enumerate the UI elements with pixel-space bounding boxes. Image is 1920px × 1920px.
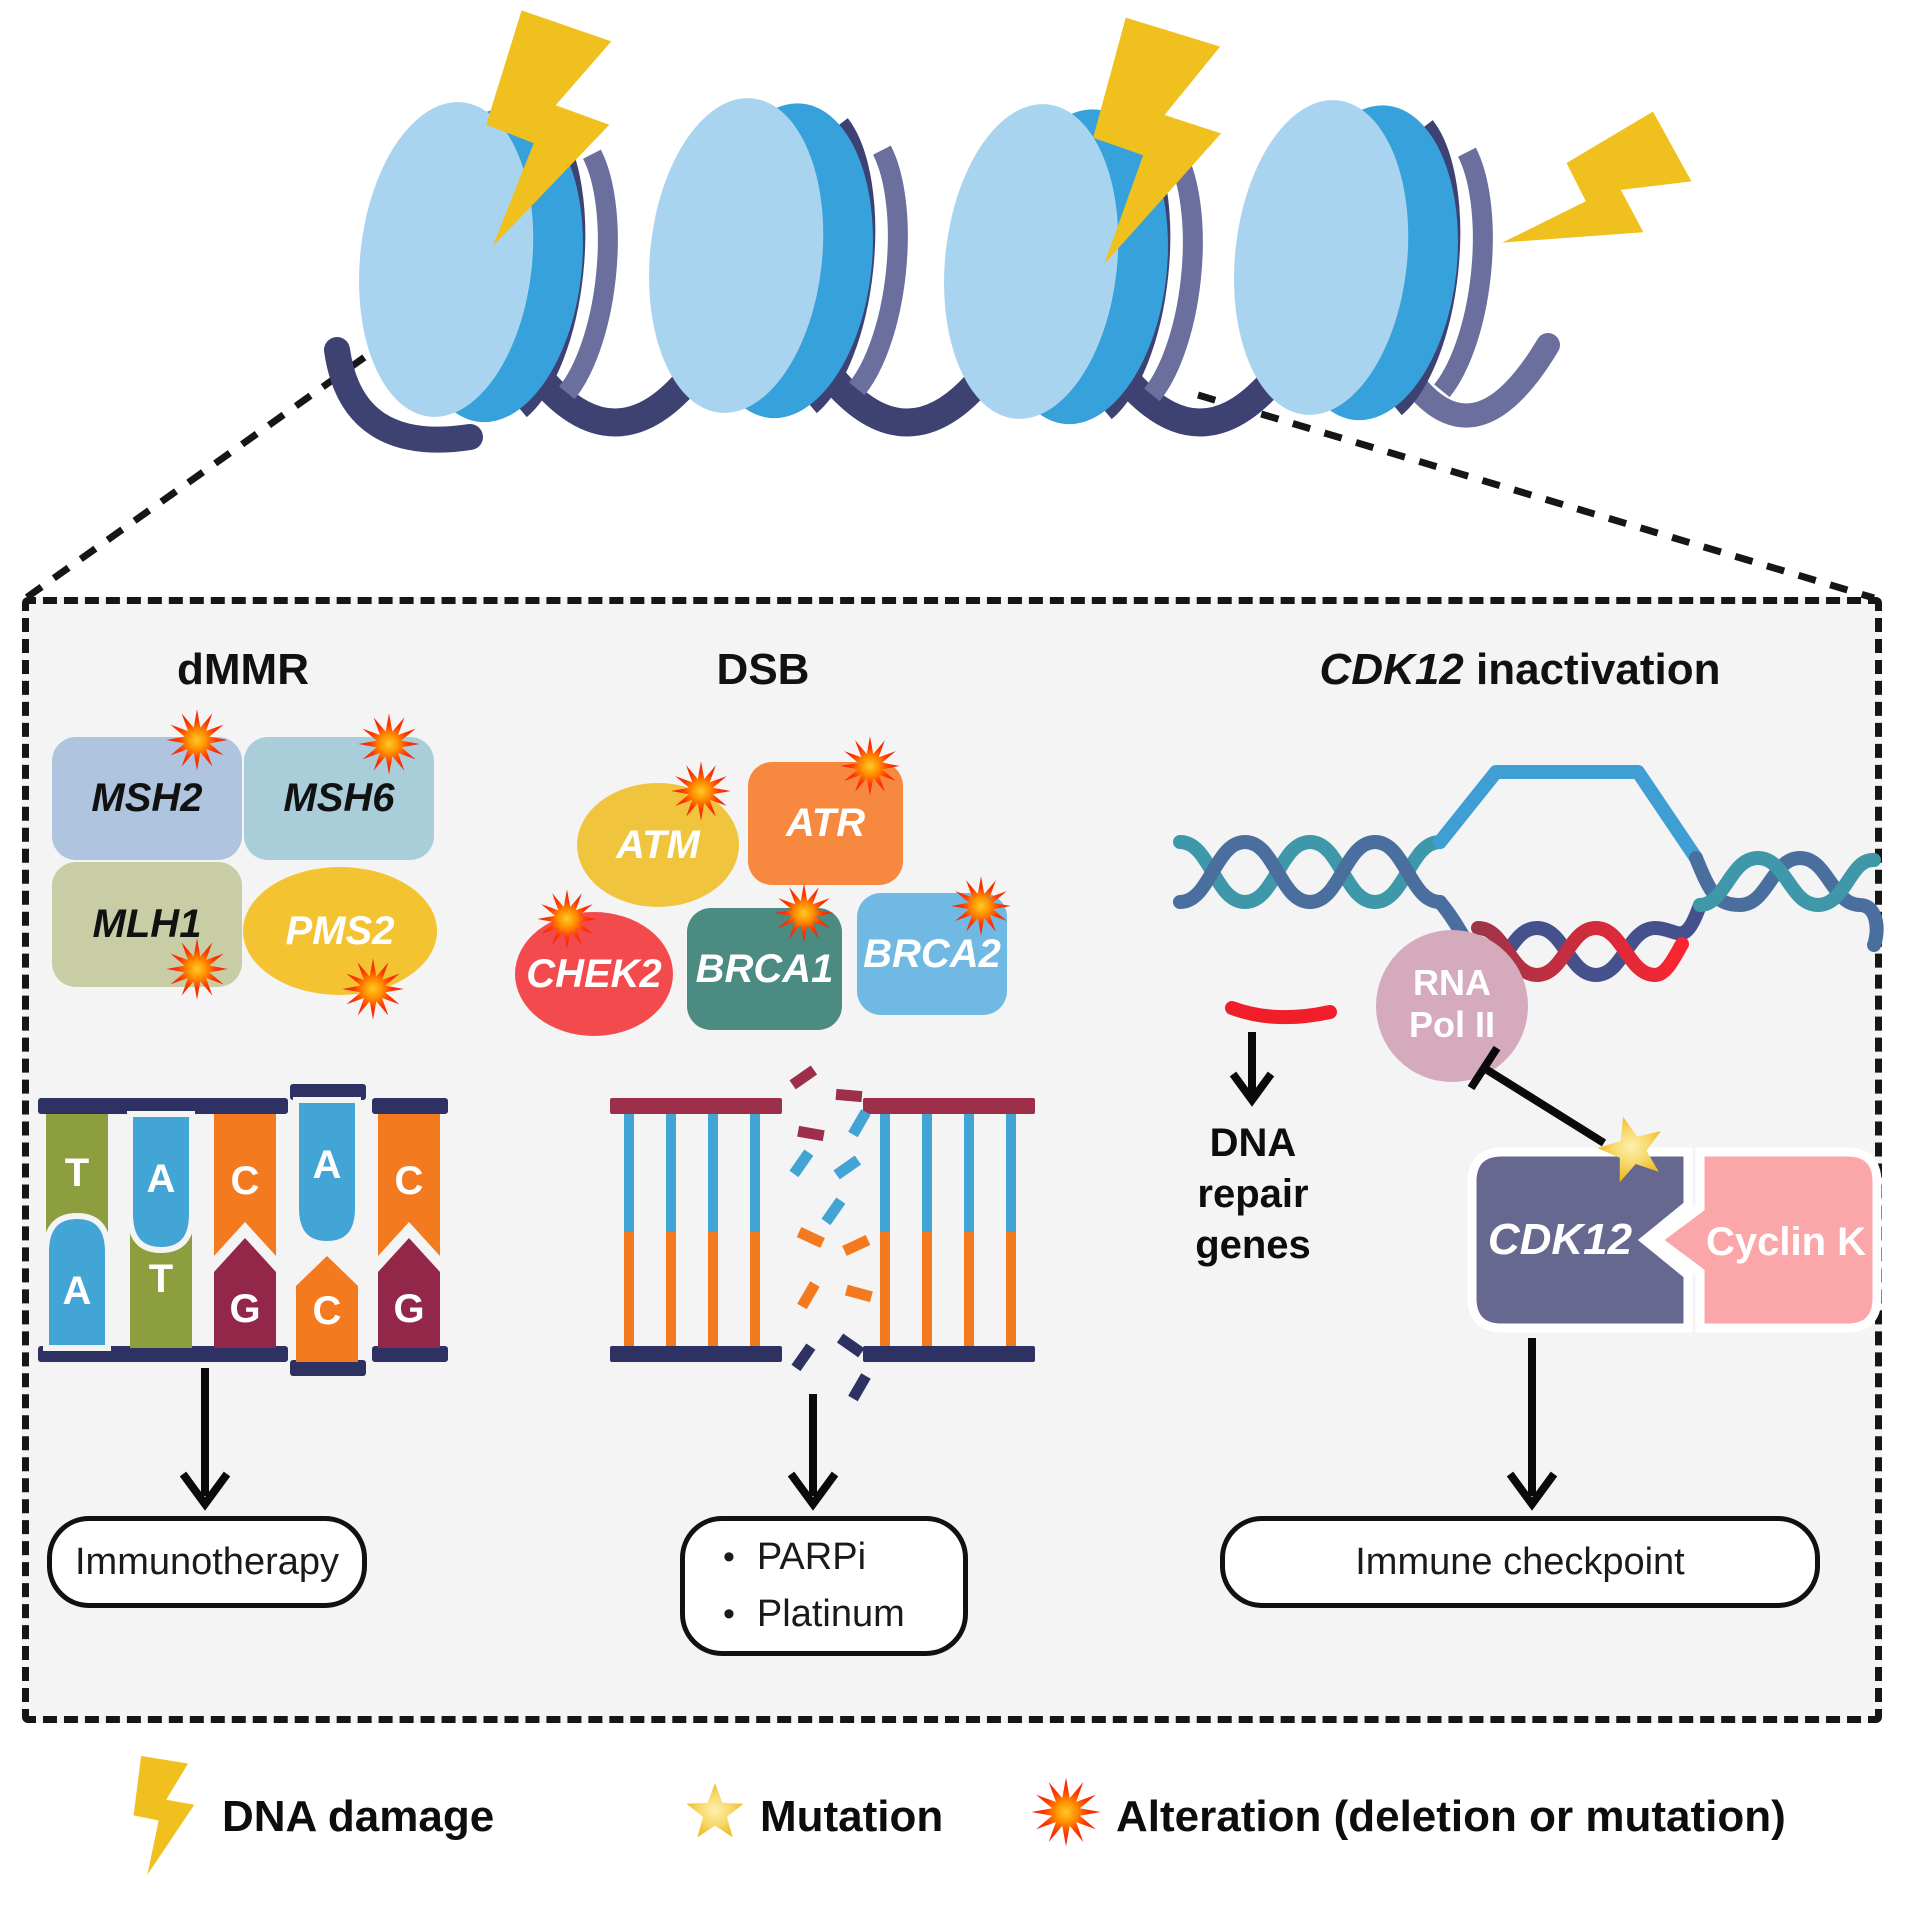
base-letter: T: [149, 1257, 173, 1301]
cdk12-shape: [1467, 1147, 1693, 1333]
legend-label-dna-damage: DNA damage: [222, 1792, 495, 1841]
starburst-icon: [840, 736, 900, 796]
cyclin-k-label: Cyclin K: [1700, 1214, 1872, 1270]
starburst-icon: [671, 761, 731, 821]
gene-label: MSH2: [91, 776, 203, 820]
starburst-icon: [951, 876, 1011, 936]
bullet-icon: •: [723, 1595, 735, 1633]
base-letter: C: [395, 1159, 424, 1203]
dna-repair-genes-label: DNA repair genes: [1195, 1121, 1311, 1268]
treatment-box-immune-checkpoint: Immune checkpoint: [1220, 1516, 1820, 1608]
gene-box-pms2: PMS2: [243, 867, 437, 995]
cdk12-title-rest: inactivation: [1463, 645, 1721, 694]
zoom-funnel-lines: [23, 297, 1876, 602]
section-title-dsb: DSB: [716, 645, 810, 694]
starburst-icon: [537, 889, 597, 949]
section-title-cdk12: CDK12 inactivation: [1290, 645, 1750, 695]
dna-fragments: [789, 1065, 873, 1402]
starburst-icon: [358, 713, 420, 775]
gene-label: ATR: [785, 801, 866, 845]
dmmr-dna-figure: T A A T C G A C C G: [38, 1084, 448, 1376]
lightning-icon: [133, 1756, 195, 1875]
rna-pol-ii-circle: [1376, 930, 1528, 1082]
base-letter: G: [229, 1287, 260, 1331]
cdk12-title-gene: CDK12: [1319, 645, 1464, 694]
starburst-icon: [774, 883, 834, 943]
gene-box-chek2: CHEK2: [515, 912, 673, 1036]
treatment-label: Immunotherapy: [74, 1540, 339, 1583]
base-letter: C: [313, 1289, 342, 1333]
base-letter: G: [393, 1287, 424, 1331]
gene-label: BRCA2: [863, 931, 1001, 976]
base-letter: T: [65, 1151, 89, 1195]
dna-strand: [324, 333, 1560, 453]
treatment-label: Platinum: [756, 1593, 905, 1635]
inhibition-tbar: [1467, 1045, 1607, 1147]
gene-label: CHEK2: [526, 951, 662, 996]
gene-box-msh6: MSH6: [244, 737, 434, 860]
gene-label: MSH6: [283, 776, 395, 820]
gene-label: MLH1: [92, 902, 202, 946]
star-icon: [686, 1783, 744, 1838]
cdk12-cyclink-complex: [1467, 1108, 1882, 1333]
gene-box-msh2: MSH2: [52, 737, 242, 860]
base-letter: A: [313, 1143, 342, 1187]
legend-label-alteration: Alteration (deletion or mutation): [1116, 1792, 1786, 1841]
nucleosome-2: [649, 98, 908, 419]
base-letter: A: [63, 1269, 92, 1313]
treatment-item: • PARPi: [723, 1536, 866, 1579]
flow-arrows: [179, 1032, 1607, 1511]
gene-label: ATM: [616, 822, 700, 867]
bullet-icon: •: [723, 1538, 735, 1576]
cdk12-label: CDK12: [1480, 1212, 1640, 1268]
transcription-figure: [1173, 765, 1884, 1082]
gene-label: BRCA1: [695, 946, 834, 991]
base-letter: A: [147, 1157, 176, 1201]
treatment-label: Immune checkpoint: [1355, 1540, 1685, 1583]
lightning-icon: [1487, 101, 1708, 305]
treatment-label: PARPi: [756, 1536, 867, 1578]
nucleosome-4: [1234, 100, 1493, 421]
legend-label-mutation: Mutation: [760, 1792, 944, 1841]
starburst-icon: [1031, 1777, 1101, 1847]
treatment-box-immunotherapy: Immunotherapy: [47, 1516, 367, 1608]
gene-box-brca1: BRCA1: [687, 908, 842, 1030]
starburst-icon: [166, 709, 228, 771]
treatment-box-parpi-platinum: • PARPi • Platinum: [680, 1516, 968, 1656]
starburst-icon: [342, 958, 404, 1020]
section-title-dmmr: dMMR: [177, 645, 309, 694]
dsb-dna-figure: [610, 1065, 1035, 1402]
nucleosome-3: [944, 104, 1203, 425]
rna-pol-ii-label: RNA Pol II: [1408, 962, 1495, 1046]
gene-box-mlh1: MLH1: [52, 862, 242, 987]
treatment-item: • Platinum: [723, 1593, 905, 1636]
gene-label: Cyclin K: [1705, 1219, 1867, 1264]
gene-label: PMS2: [285, 908, 395, 953]
cyclin-k-shape: [1649, 1147, 1882, 1333]
starburst-icon: [166, 938, 228, 1000]
base-letter: C: [231, 1159, 260, 1203]
gene-label: CDK12: [1487, 1215, 1633, 1264]
gene-box-atm: ATM: [577, 783, 739, 907]
